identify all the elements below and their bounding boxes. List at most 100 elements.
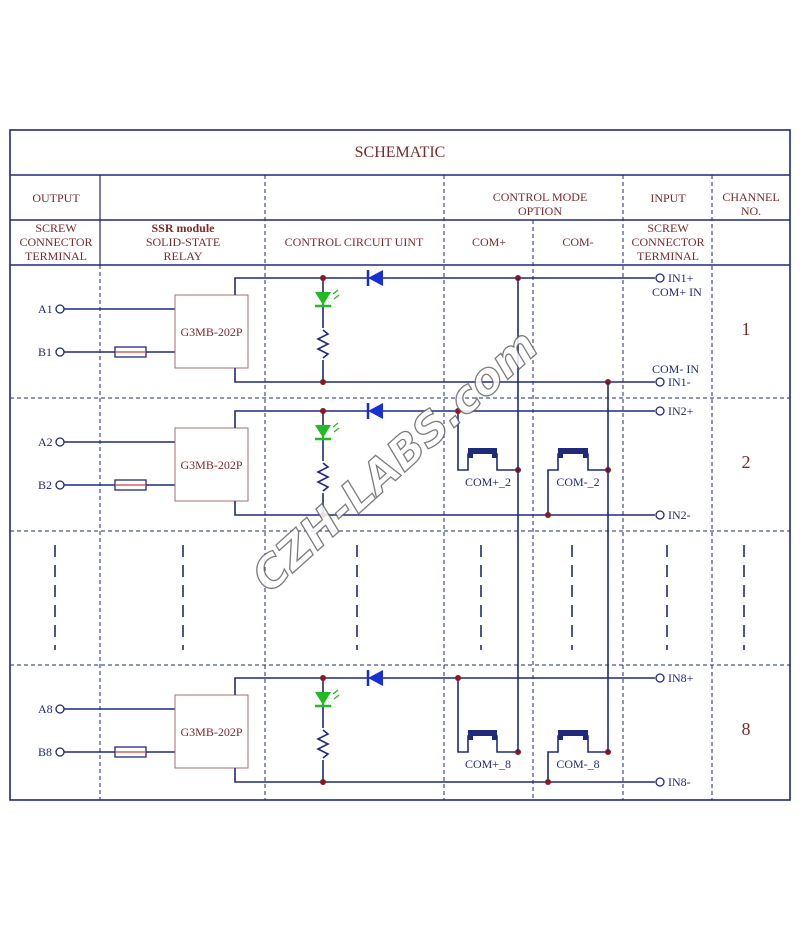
junction-node: [545, 779, 551, 785]
resistor-gap: [318, 728, 328, 760]
junction-node: [320, 379, 326, 385]
ssr-part-number: G3MB-202P: [180, 325, 242, 339]
terminal-in-minus: [655, 510, 665, 520]
terminal-a: [55, 704, 65, 714]
ssr-module: [174, 427, 249, 502]
jumper-com-plus[interactable]: [468, 730, 497, 740]
wire: [234, 501, 655, 516]
diode-icon: [368, 403, 383, 419]
schematic-title: SCHEMATIC: [355, 144, 446, 161]
subheader-screw-output: CONNECTOR: [19, 235, 92, 249]
omitted-channels-ellipsis: [54, 545, 745, 650]
terminal-a-label: A1: [38, 302, 53, 316]
ssr-module: [174, 294, 249, 369]
led-light-arrows: [332, 422, 340, 433]
wire: [234, 368, 655, 383]
terminal-b: [55, 347, 65, 357]
junction-node: [320, 779, 326, 785]
channel-number: 2: [742, 452, 751, 472]
com-plus-in-label: COM+ IN: [652, 285, 702, 299]
subheader-com-minus: COM-: [562, 235, 593, 249]
jumper-com-plus-label: COM+_8: [465, 757, 511, 771]
diode-icon: [368, 270, 383, 286]
terminal-in-plus: [655, 273, 665, 283]
terminal-a: [55, 437, 65, 447]
led-light-arrows: [332, 289, 340, 300]
terminal-in-plus-label: IN1+: [668, 271, 694, 285]
resistor-icon: [316, 329, 330, 359]
channel-number: 1: [742, 319, 751, 339]
terminal-b-label: B8: [38, 745, 52, 759]
resistor-icon: [316, 729, 330, 759]
jumper-gap: [563, 736, 583, 742]
junction-node: [455, 675, 461, 681]
diode-icon: [368, 670, 383, 686]
terminal-b: [55, 480, 65, 490]
ssr-part-number: G3MB-202P: [180, 725, 242, 739]
subheader-ssr: SSR module: [151, 221, 215, 235]
junction-node: [545, 512, 551, 518]
terminal-in-plus-label: IN8+: [668, 671, 694, 685]
terminal-a: [55, 304, 65, 314]
subheader-ssr: SOLID-STATE: [146, 235, 220, 249]
wire: [234, 410, 655, 428]
subheader-screw-output: TERMINAL: [25, 249, 87, 263]
terminal-in-minus: [655, 777, 665, 787]
jumper-com-plus[interactable]: [468, 448, 497, 458]
watermark: CZH-LABS.com: [242, 320, 548, 602]
header-control-mode: OPTION: [518, 204, 562, 218]
channel-number: 8: [742, 719, 751, 739]
header-channel-no: CHANNEL: [722, 190, 779, 204]
header-input: INPUT: [650, 191, 686, 205]
subheader-screw-input: SCREW: [647, 221, 689, 235]
wire: [234, 768, 655, 783]
header-output: OUTPUT: [32, 191, 80, 205]
junction-node: [320, 275, 326, 281]
jumper-com-minus[interactable]: [558, 730, 588, 740]
terminal-in-plus: [655, 406, 665, 416]
led-icon: [315, 692, 331, 705]
resistor-gap: [318, 461, 328, 493]
terminal-in-minus-label: IN1-: [668, 375, 691, 389]
table-frame: [9, 129, 791, 801]
terminal-in-plus: [655, 673, 665, 683]
subheader-ssr: RELAY: [164, 249, 203, 263]
junction-node: [455, 408, 461, 414]
junction-node: [320, 675, 326, 681]
resistor-gap: [318, 328, 328, 360]
wire: [234, 277, 655, 295]
ssr-part-number: G3MB-202P: [180, 458, 242, 472]
terminal-b-label: B2: [38, 478, 52, 492]
subheader-control-circuit: CONTROL CIRCUIT UINT: [285, 235, 424, 249]
wire: [234, 677, 655, 695]
subheader-com-plus: COM+: [472, 235, 506, 249]
led-icon: [315, 292, 331, 305]
led-icon: [315, 425, 331, 438]
header-control-mode: CONTROL MODE: [493, 190, 588, 204]
ssr-module: [174, 694, 249, 769]
jumper-gap: [563, 454, 583, 460]
terminal-in-minus: [655, 377, 665, 387]
jumper-com-minus[interactable]: [558, 448, 588, 458]
subheader-screw-input: TERMINAL: [637, 249, 699, 263]
junction-node: [320, 512, 326, 518]
jumper-com-plus-label: COM+_2: [465, 475, 511, 489]
jumper-gap: [473, 736, 492, 742]
led-light-arrows: [332, 689, 340, 700]
terminal-in-plus-label: IN2+: [668, 404, 694, 418]
resistor-icon: [316, 462, 330, 492]
subheader-screw-input: CONNECTOR: [631, 235, 704, 249]
terminal-b: [55, 747, 65, 757]
terminal-a-label: A8: [38, 702, 53, 716]
jumper-gap: [473, 454, 492, 460]
subheader-screw-output: SCREW: [35, 221, 77, 235]
terminal-b-label: B1: [38, 345, 52, 359]
junction-node: [320, 408, 326, 414]
terminal-a-label: A2: [38, 435, 53, 449]
jumper-com-minus-label: COM-_2: [556, 475, 599, 489]
